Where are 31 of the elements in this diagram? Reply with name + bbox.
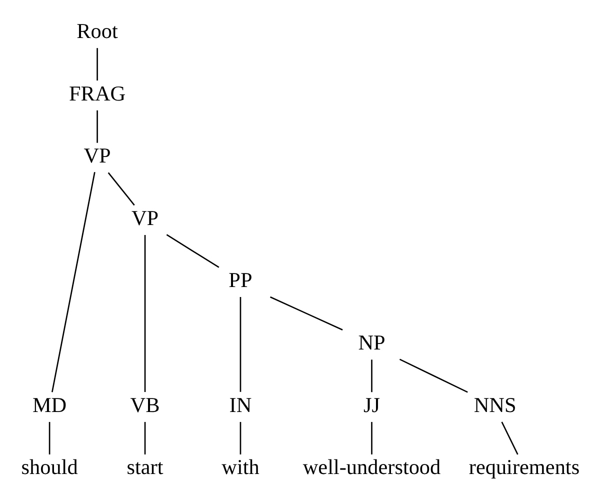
connector [240,422,242,454]
connector [108,172,135,206]
node-text: Root [76,18,118,43]
node-text: start [126,455,164,480]
node-text: NP [358,330,386,355]
node-text: VB [130,392,160,417]
connector [51,172,96,392]
connector [371,360,372,392]
connector [48,422,50,454]
connector [371,422,372,454]
node-text: IN [229,392,252,417]
connector [166,234,220,268]
node-text: MD [32,392,67,417]
connector [144,235,146,392]
node-text: VP [84,144,111,168]
connector [96,48,98,81]
node-text: requirements [468,455,580,480]
node-text: well-understood [302,455,441,480]
node-text: should [21,455,78,480]
connector [270,296,343,330]
connector [501,422,518,455]
node-text: JJ [363,392,380,417]
node-text: with [222,455,260,480]
node-text: NNS [474,392,516,417]
connector [240,297,242,392]
connector [399,358,468,393]
node-text: FRAG [69,81,126,106]
node-text: PP [228,268,252,292]
connector [96,110,98,143]
node-text: VP [131,206,159,230]
connector [144,422,146,454]
